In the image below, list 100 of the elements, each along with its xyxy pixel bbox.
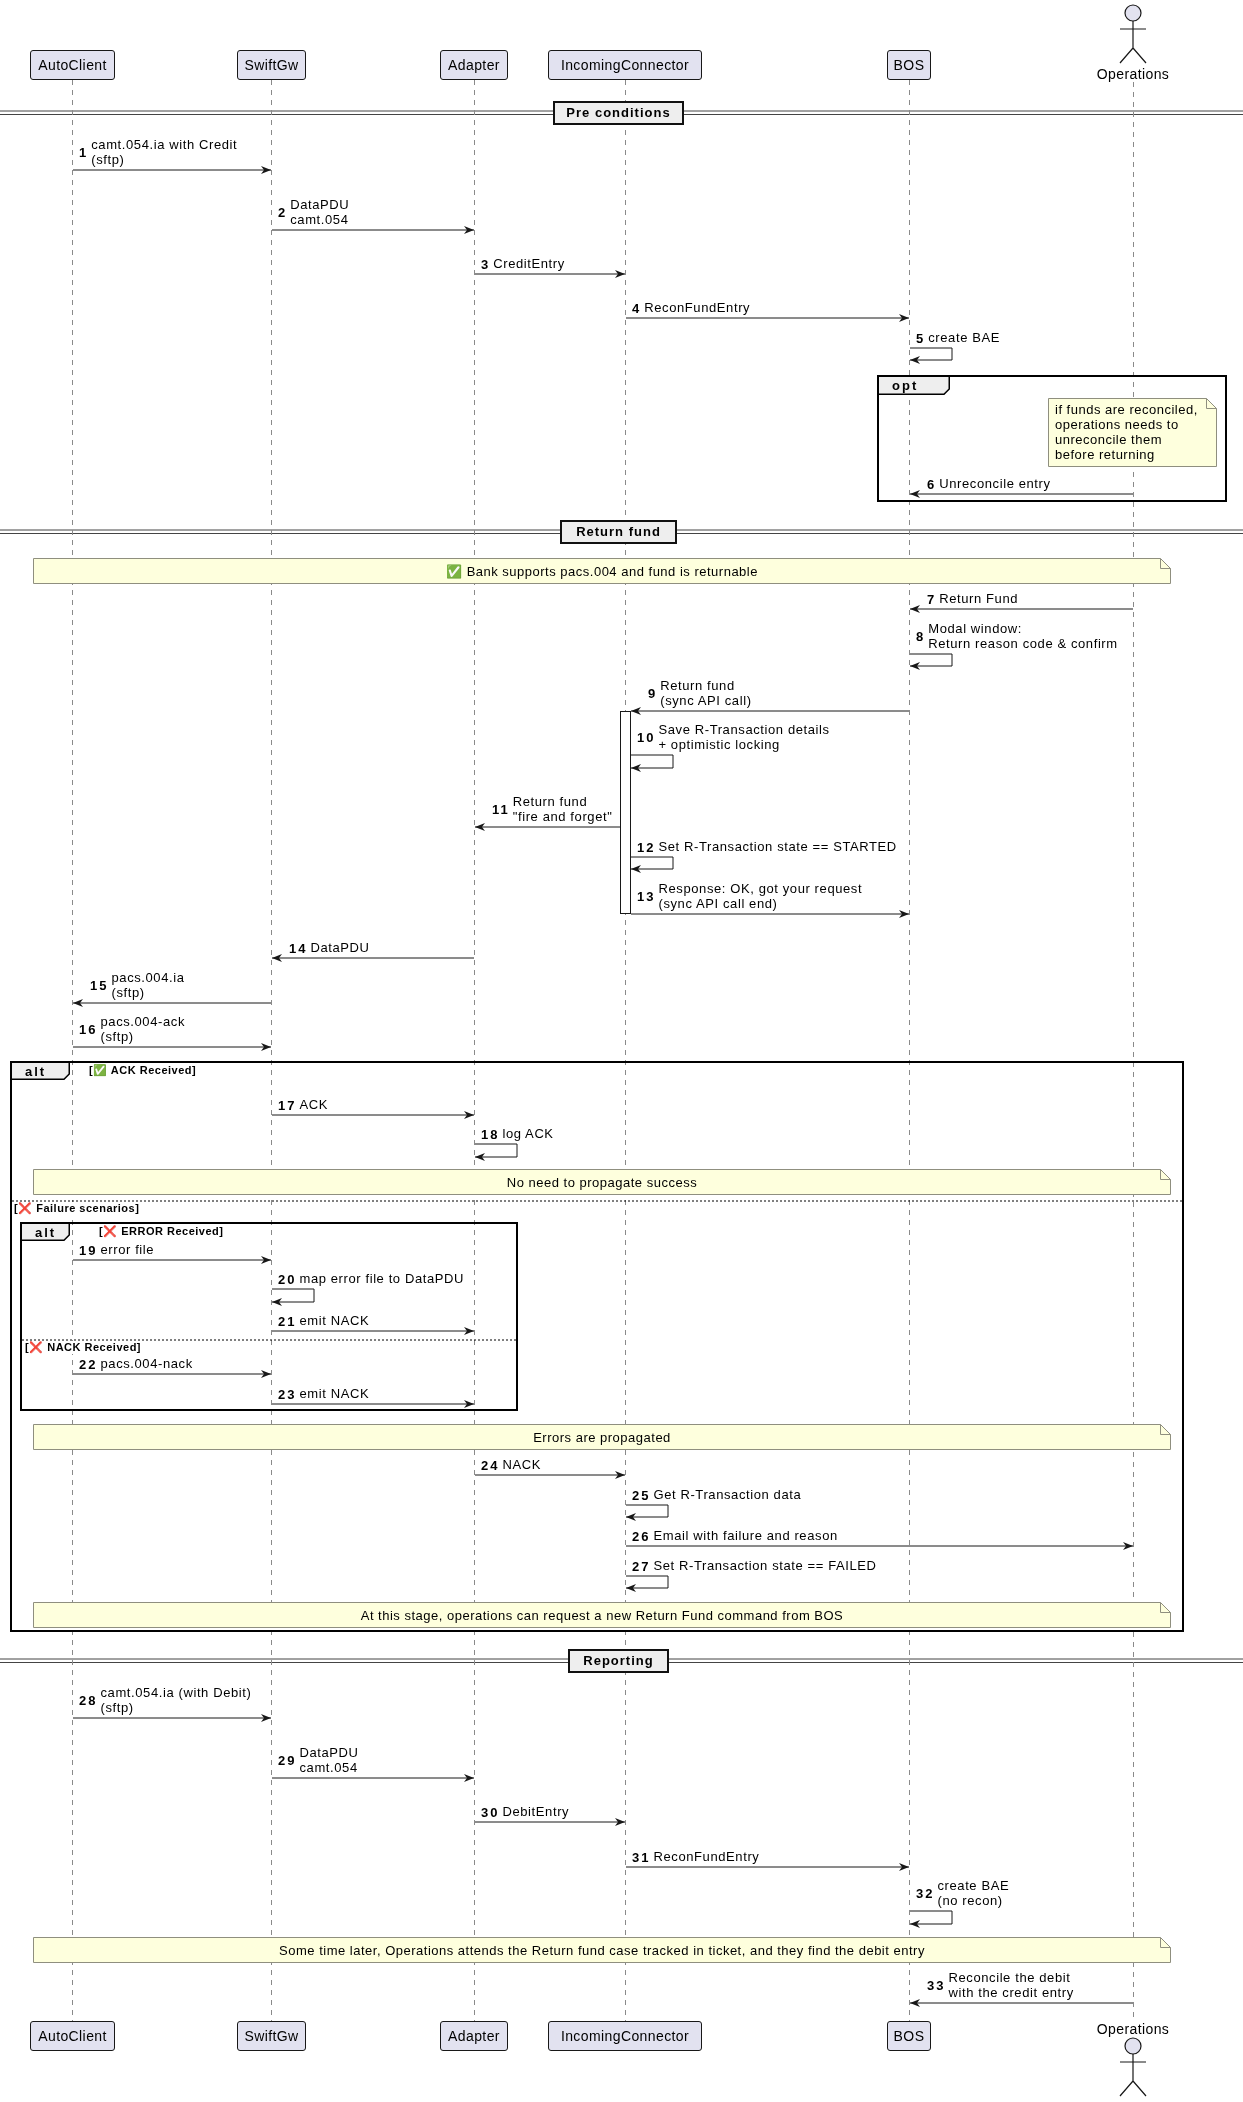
participant-box xyxy=(440,50,508,80)
message-label: 12 Set R-Transaction state == STARTED xyxy=(637,839,897,854)
note xyxy=(33,558,1171,584)
participant-name: AutoClient xyxy=(38,57,107,73)
message-label: 8 Modal window: Return reason code & confirm xyxy=(916,621,1118,651)
guard-condition: [❌ NACK Received] xyxy=(25,1341,142,1354)
guard-condition: [✅ ACK Received] xyxy=(89,1064,197,1077)
participant-name: IncomingConnector xyxy=(560,57,690,73)
note-text: if funds are reconciled, operations needs to unreconcile them before returning xyxy=(1055,402,1198,462)
participant-box xyxy=(887,2021,931,2051)
frame-tab xyxy=(22,1224,70,1241)
self-message-arrow xyxy=(630,754,674,772)
message-arrow xyxy=(630,910,910,918)
section-header xyxy=(553,101,684,125)
message-arrow xyxy=(271,1111,475,1119)
self-message-arrow xyxy=(909,653,953,670)
message-arrow xyxy=(271,1400,475,1408)
participant-name: IncomingConnector xyxy=(560,2028,690,2044)
participant-box xyxy=(548,2021,702,2051)
message-arrow xyxy=(271,1327,475,1335)
participant-name: Adapter xyxy=(448,2028,500,2044)
note xyxy=(33,1937,1171,1963)
message-arrow xyxy=(72,1714,272,1722)
note xyxy=(33,1169,1171,1195)
self-message-arrow xyxy=(909,1910,953,1928)
section-header xyxy=(568,1649,669,1673)
message-label: 23 emit NACK xyxy=(278,1386,370,1401)
message-arrow xyxy=(474,270,626,278)
participant-box xyxy=(548,50,702,80)
participant-box xyxy=(887,50,931,80)
message-arrow xyxy=(909,1999,1134,2007)
participant-name: BOS xyxy=(893,57,925,73)
frame-label: alt xyxy=(25,1063,47,1080)
message-arrow xyxy=(271,1774,475,1782)
message-label: 19 error file xyxy=(79,1242,155,1257)
message-label: 4 ReconFundEntry xyxy=(632,300,751,315)
message-label: 10 Save R-Transaction details + optimistic locking xyxy=(637,722,830,752)
frame-label: alt xyxy=(35,1224,57,1241)
frame xyxy=(20,1222,518,1411)
message-arrow xyxy=(72,1370,272,1378)
participant-name: Operations xyxy=(1096,2021,1170,2037)
self-message-arrow xyxy=(474,1143,518,1161)
participant-name: SwiftGw xyxy=(244,57,299,73)
message-arrow xyxy=(909,490,1134,498)
self-message-arrow xyxy=(625,1504,669,1521)
message-arrow xyxy=(625,1863,910,1871)
participant-name: Adapter xyxy=(448,57,500,73)
message-arrow xyxy=(474,1471,626,1479)
frame-label: opt xyxy=(892,377,919,395)
frame-tab xyxy=(12,1063,70,1080)
message-arrow xyxy=(72,1256,272,1264)
frame xyxy=(10,1061,1184,1632)
message-label: 14 DataPDU xyxy=(289,940,370,955)
message-label: 27 Set R-Transaction state == FAILED xyxy=(632,1558,877,1573)
participant-box xyxy=(237,50,306,80)
message-arrow xyxy=(625,1542,1134,1550)
note-text: At this stage, operations can request a new Return Fund command from BOS xyxy=(360,1607,844,1623)
message-arrow xyxy=(474,823,621,831)
message-label: 17 ACK xyxy=(278,1097,328,1112)
message-label: 21 emit NACK xyxy=(278,1313,370,1328)
message-label: 26 Email with failure and reason xyxy=(632,1528,838,1543)
guard-condition: [❌ Failure scenarios] xyxy=(14,1202,140,1215)
activation-bar xyxy=(620,711,631,914)
message-arrow xyxy=(909,605,1134,613)
message-arrow xyxy=(625,314,910,322)
message-arrow xyxy=(271,226,475,234)
note xyxy=(1048,398,1217,467)
message-label: 6 Unreconcile entry xyxy=(927,476,1051,491)
message-label: 24 NACK xyxy=(481,1457,541,1472)
guard-condition: [❌ ERROR Received] xyxy=(99,1225,224,1238)
frame-tab xyxy=(879,377,950,395)
message-label: 30 DebitEntry xyxy=(481,1804,570,1819)
note xyxy=(33,1424,1171,1450)
section-title: Reporting xyxy=(583,1653,654,1668)
message-label: 7 Return Fund xyxy=(927,591,1019,606)
message-label: 18 log ACK xyxy=(481,1126,554,1141)
self-message-arrow xyxy=(625,1575,669,1592)
self-message-arrow xyxy=(271,1288,315,1306)
message-arrow xyxy=(72,1043,272,1051)
message-arrow xyxy=(630,707,910,715)
participant-name: BOS xyxy=(893,2028,925,2044)
participant-box xyxy=(30,2021,115,2051)
note-text: Errors are propagated xyxy=(533,1429,671,1445)
message-label: 13 Response: OK, got your request (sync API call end) xyxy=(637,881,863,911)
note-text: No need to propagate success xyxy=(506,1174,698,1190)
message-arrow xyxy=(474,1818,626,1826)
participant-box xyxy=(237,2021,306,2051)
message-label: 3 CreditEntry xyxy=(481,256,565,271)
note xyxy=(33,1602,1171,1628)
message-arrow xyxy=(271,954,475,962)
section-title: Pre conditions xyxy=(566,105,671,120)
note-text: ✅ Bank supports pacs.004 and fund is returnable xyxy=(446,563,758,579)
section-title: Return fund xyxy=(576,524,661,539)
participant-box xyxy=(30,50,115,80)
participant-name: Operations xyxy=(1096,66,1170,82)
message-label: 20 map error file to DataPDU xyxy=(278,1271,465,1286)
frame xyxy=(877,375,1227,502)
participant-name: AutoClient xyxy=(38,2028,107,2044)
message-arrow xyxy=(72,999,272,1007)
message-label: 22 pacs.004-nack xyxy=(79,1356,193,1371)
